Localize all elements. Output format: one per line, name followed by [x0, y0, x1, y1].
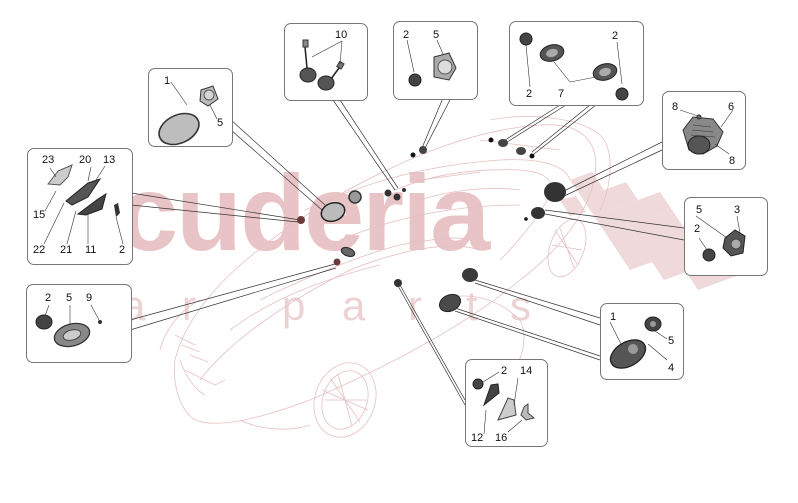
part-number-label: 5 [668, 335, 675, 347]
part-number-label: 16 [495, 432, 508, 444]
rear-door-speaker-icon [609, 316, 668, 369]
part-number-label: 13 [103, 154, 116, 166]
part-number-label: 1 [164, 75, 171, 87]
callout-front-lower-speaker[interactable]: 2 5 9 [26, 284, 132, 363]
dash-speaker-brackets-icon [43, 164, 124, 245]
part-number-label: 6 [728, 101, 735, 113]
part-number-label: 8 [729, 155, 736, 167]
part-number-label: 21 [60, 244, 73, 256]
part-number-label: 5 [696, 204, 703, 216]
part-number-label: 14 [520, 365, 533, 377]
callout-subwoofer[interactable]: 8 6 8 [662, 91, 746, 170]
part-number-label: 8 [672, 101, 679, 113]
part-number-label: 2 [403, 29, 410, 41]
subwoofer-enclosure-icon [679, 109, 734, 155]
center-speaker-icon [406, 39, 457, 87]
part-number-label: 23 [42, 154, 55, 166]
part-number-label: 5 [66, 292, 73, 304]
part-number-label: 9 [86, 292, 93, 304]
callout-rear-side-speaker[interactable]: 5 3 2 [684, 197, 768, 276]
rear-side-speaker-icon [695, 215, 746, 262]
on-car-parts [297, 137, 566, 313]
pillar-tweeter-bracket-icon [472, 371, 536, 435]
woofer-speaker-icon [35, 304, 102, 348]
part-number-label: 2 [612, 30, 619, 42]
front-door-speaker-icon [158, 81, 219, 146]
part-number-label: 4 [668, 362, 675, 374]
part-number-label: 5 [433, 29, 440, 41]
callout-rear-shelf-speakers[interactable]: 2 7 2 [509, 21, 644, 106]
part-number-label: 2 [119, 244, 126, 256]
callout-rear-door-speaker[interactable]: 1 5 4 [600, 303, 684, 380]
part-number-label: 3 [734, 204, 741, 216]
rear-shelf-speakers-icon [519, 32, 629, 101]
part-number-label: 2 [526, 88, 533, 100]
part-number-label: 12 [471, 432, 484, 444]
part-number-label: 2 [694, 223, 701, 235]
part-number-label: 11 [85, 244, 97, 256]
part-number-label: 1 [610, 311, 617, 323]
part-number-label: 22 [33, 244, 46, 256]
callout-center-dash-speaker[interactable]: 2 5 [393, 21, 478, 100]
part-number-label: 5 [217, 117, 224, 129]
part-number-label: 15 [33, 209, 46, 221]
callout-left-dash-speaker[interactable]: 23 20 13 15 22 21 11 2 [27, 148, 133, 265]
part-number-label: 20 [79, 154, 92, 166]
callout-pillar-tweeter[interactable]: 2 14 12 16 [465, 359, 548, 447]
callout-tweeter-cables[interactable]: 10 [284, 23, 368, 101]
part-number-label: 2 [45, 292, 52, 304]
part-number-label: 2 [501, 365, 508, 377]
part-number-label: 10 [335, 29, 348, 41]
callout-front-door-speaker[interactable]: 1 5 [148, 68, 233, 147]
part-number-label: 7 [558, 88, 565, 100]
tweeter-with-cable-icon [299, 39, 345, 91]
